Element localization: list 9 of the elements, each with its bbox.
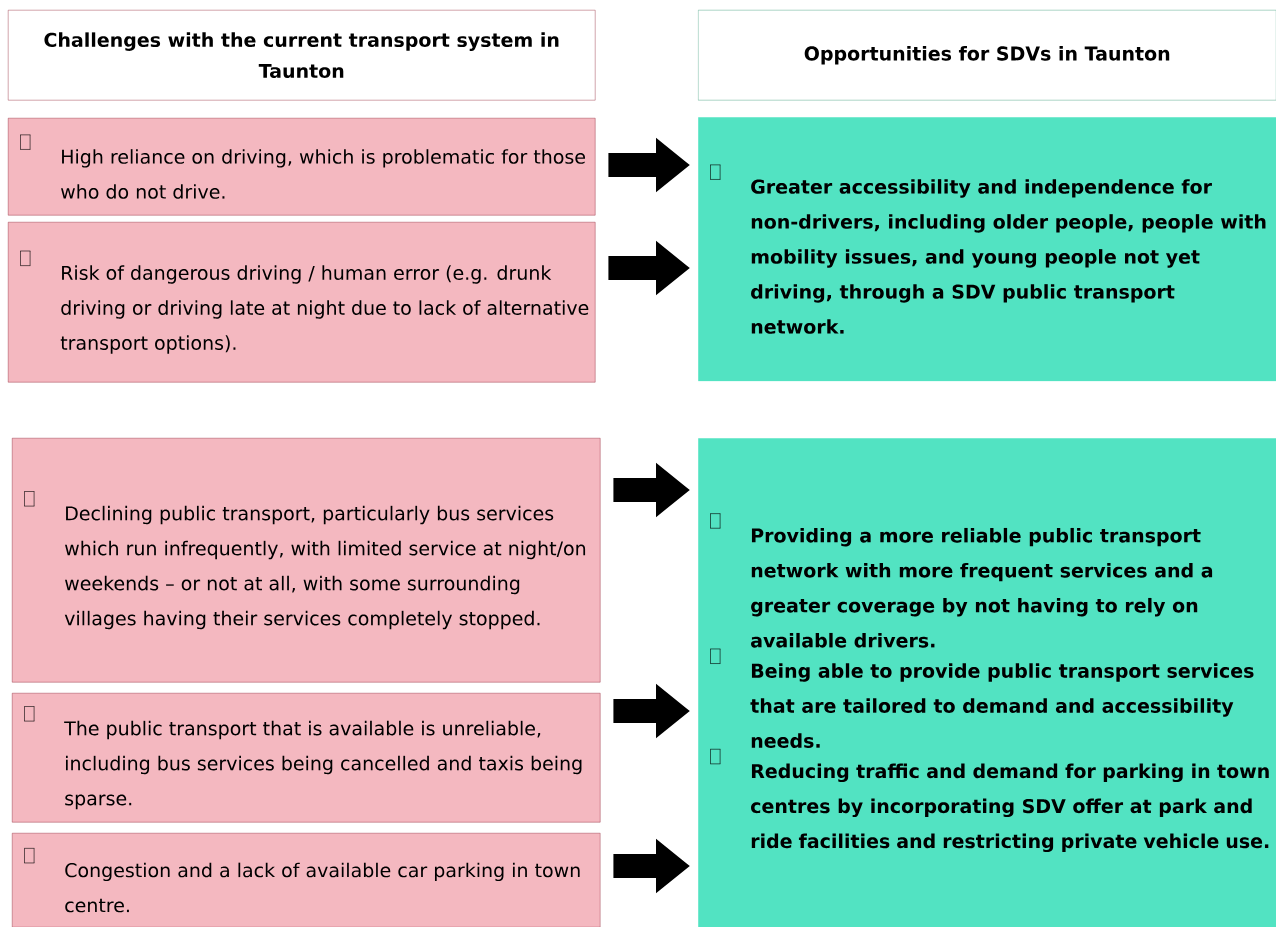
challenge-box: Declining public transport, particularly bus services which run infrequently, with limited service at night/on weekends – or not at all, with some surrounding villages having their services completely stopped. bbox=[12, 438, 601, 683]
opportunity-box: Providing a more reliable public transport network with more frequent services and a greater coverage by not having to rely on available drivers. Being able to provide public transport services that are tailored to demand and accessibility needs. Reducing traffic and demand for parking in town centres by incorporating SDV offer at park and ride facilities and restricting private vehicle use. bbox=[698, 438, 1276, 927]
opportunity-box: Greater accessibility and independence for non-drivers, including older people, people with mobility issues, and young people not yet driving, through a SDV public transport network. bbox=[698, 117, 1276, 382]
challenge-box: The public transport that is available is unreliable, including bus services being cancelled and taxis being sparse. bbox=[12, 693, 601, 823]
challenge-box: High reliance on driving, which is problematic for those who do not drive. bbox=[8, 118, 596, 216]
challenge-box: Risk of dangerous driving / human error (e.g. drunk driving or driving late at night due to lack of alternative transport options). bbox=[8, 222, 596, 383]
heading-box: Opportunities for SDVs in Taunton bbox=[698, 10, 1276, 101]
heading-box: Challenges with the current transport system in Taunton bbox=[8, 10, 596, 101]
challenge-box: Congestion and a lack of available car parking in town centre. bbox=[12, 833, 601, 927]
